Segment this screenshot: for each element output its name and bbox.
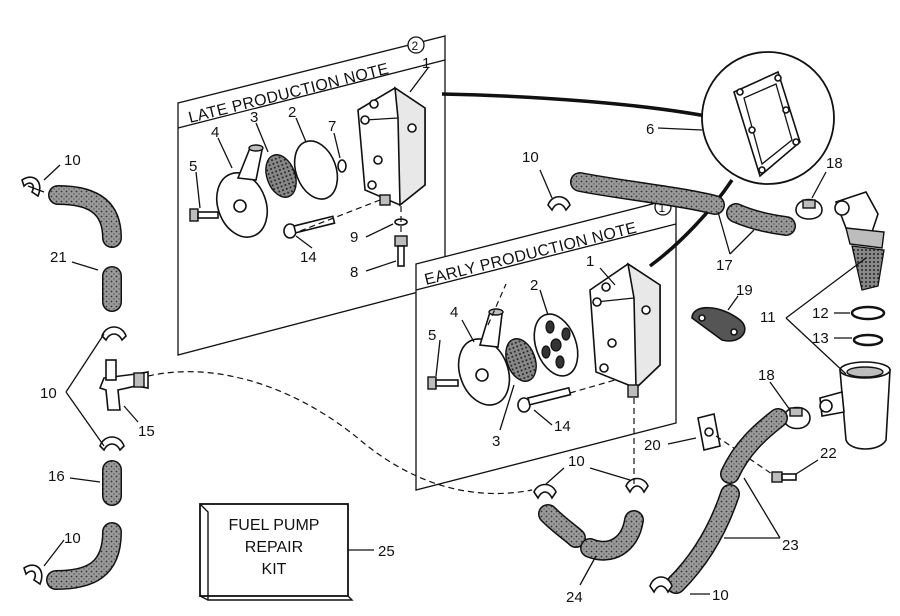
callout-10-left-mid: 10 xyxy=(40,385,57,402)
top-hose: 17 xyxy=(570,172,796,274)
callout-early-3: 3 xyxy=(492,433,500,450)
early-cover-screw xyxy=(427,376,459,390)
filter-bracket: 19 xyxy=(691,282,753,342)
callout-11: 11 xyxy=(760,309,776,326)
callout-early-5: 5 xyxy=(428,327,436,344)
svg-text:1: 1 xyxy=(659,201,666,215)
left-hose-lower: 10 xyxy=(23,522,122,590)
callout-24: 24 xyxy=(566,589,583,606)
clip-bottom-right: 10 xyxy=(649,576,729,604)
fuel-filter-top xyxy=(834,191,885,291)
center-hose: 24 xyxy=(538,504,644,606)
callout-21: 21 xyxy=(50,249,67,266)
callout-10-top: 10 xyxy=(522,149,539,166)
callout-10-center: 10 xyxy=(568,453,585,470)
late-fuel-pump-body xyxy=(357,86,426,207)
left-short-hose-16: 16 xyxy=(48,460,122,506)
callout-late-4: 4 xyxy=(211,124,219,141)
lower-hoses: 23 xyxy=(666,408,799,594)
callout-18-top: 18 xyxy=(826,155,843,172)
fuel-line-dashed xyxy=(147,371,533,495)
early-production-panel: EARLY PRODUCTION NOTE 1 xyxy=(415,197,677,491)
callout-late-8: 8 xyxy=(350,264,358,281)
callout-early-14: 14 xyxy=(554,418,571,435)
late-pump-cover xyxy=(215,144,269,238)
callout-6: 6 xyxy=(646,121,654,138)
callout-15: 15 xyxy=(138,423,155,440)
clips-center: 10 xyxy=(533,398,649,500)
late-cover-screw xyxy=(189,208,219,222)
fuel-pump-repair-kit-box: FUEL PUMP REPAIR KIT 25 xyxy=(199,503,395,601)
late-note-number-badge: 2 xyxy=(407,36,425,54)
callout-late-3: 3 xyxy=(250,109,258,126)
callout-22: 22 xyxy=(820,445,837,462)
callout-late-7: 7 xyxy=(328,118,336,135)
late-o-ring xyxy=(337,159,347,173)
left-hose-upper: 10 xyxy=(21,152,122,248)
hose-bracket: 20 xyxy=(644,413,721,454)
callout-late-1: 1 xyxy=(422,55,430,72)
callout-18-lower: 18 xyxy=(758,367,775,384)
callout-10-left-top: 10 xyxy=(64,152,81,169)
kit-line-3: KIT xyxy=(262,561,287,578)
callout-16: 16 xyxy=(48,468,65,485)
kit-line-2: REPAIR xyxy=(245,539,303,556)
callout-late-5: 5 xyxy=(189,158,197,175)
early-fuel-pump-body xyxy=(589,262,661,398)
left-short-hose-21: 21 xyxy=(50,249,122,312)
late-fitting xyxy=(394,235,408,267)
callout-late-2: 2 xyxy=(288,104,296,121)
early-pump-screw xyxy=(517,386,572,413)
callout-10-bottom-right: 10 xyxy=(712,587,729,604)
callout-early-2: 2 xyxy=(530,277,538,294)
callout-17: 17 xyxy=(716,257,733,274)
late-production-panel: LATE PRODUCTION NOTE 2 xyxy=(177,35,446,356)
filter-o-rings: 12 13 xyxy=(812,305,886,347)
top-clamp: 18 xyxy=(795,155,843,220)
callout-late-9: 9 xyxy=(350,229,358,246)
callout-20: 20 xyxy=(644,437,661,454)
early-valve-plate xyxy=(533,313,579,377)
callout-13: 13 xyxy=(812,330,829,347)
svg-text:2: 2 xyxy=(412,39,419,53)
kit-line-1: FUEL PUMP xyxy=(229,517,320,534)
callout-early-1: 1 xyxy=(586,253,594,270)
filter-bowl: 11 xyxy=(760,257,891,450)
late-filter-screen xyxy=(265,154,297,198)
filter-element-mesh xyxy=(851,245,885,291)
early-filter-screen xyxy=(505,338,537,382)
late-pump-screw xyxy=(283,215,336,239)
left-clips: 10 xyxy=(40,326,127,452)
callout-19: 19 xyxy=(736,282,753,299)
callout-12: 12 xyxy=(812,305,829,322)
callout-10-left-bottom: 10 xyxy=(64,530,81,547)
callout-25: 25 xyxy=(378,543,395,560)
clip-top-hose: 10 xyxy=(522,149,571,212)
callout-23: 23 xyxy=(782,537,799,554)
gasket-detail: 6 xyxy=(441,51,835,268)
t-fitting: 15 xyxy=(98,359,155,440)
callout-early-4: 4 xyxy=(450,304,458,321)
callout-late-14: 14 xyxy=(300,249,317,266)
lower-clamp: 18 xyxy=(758,367,811,430)
